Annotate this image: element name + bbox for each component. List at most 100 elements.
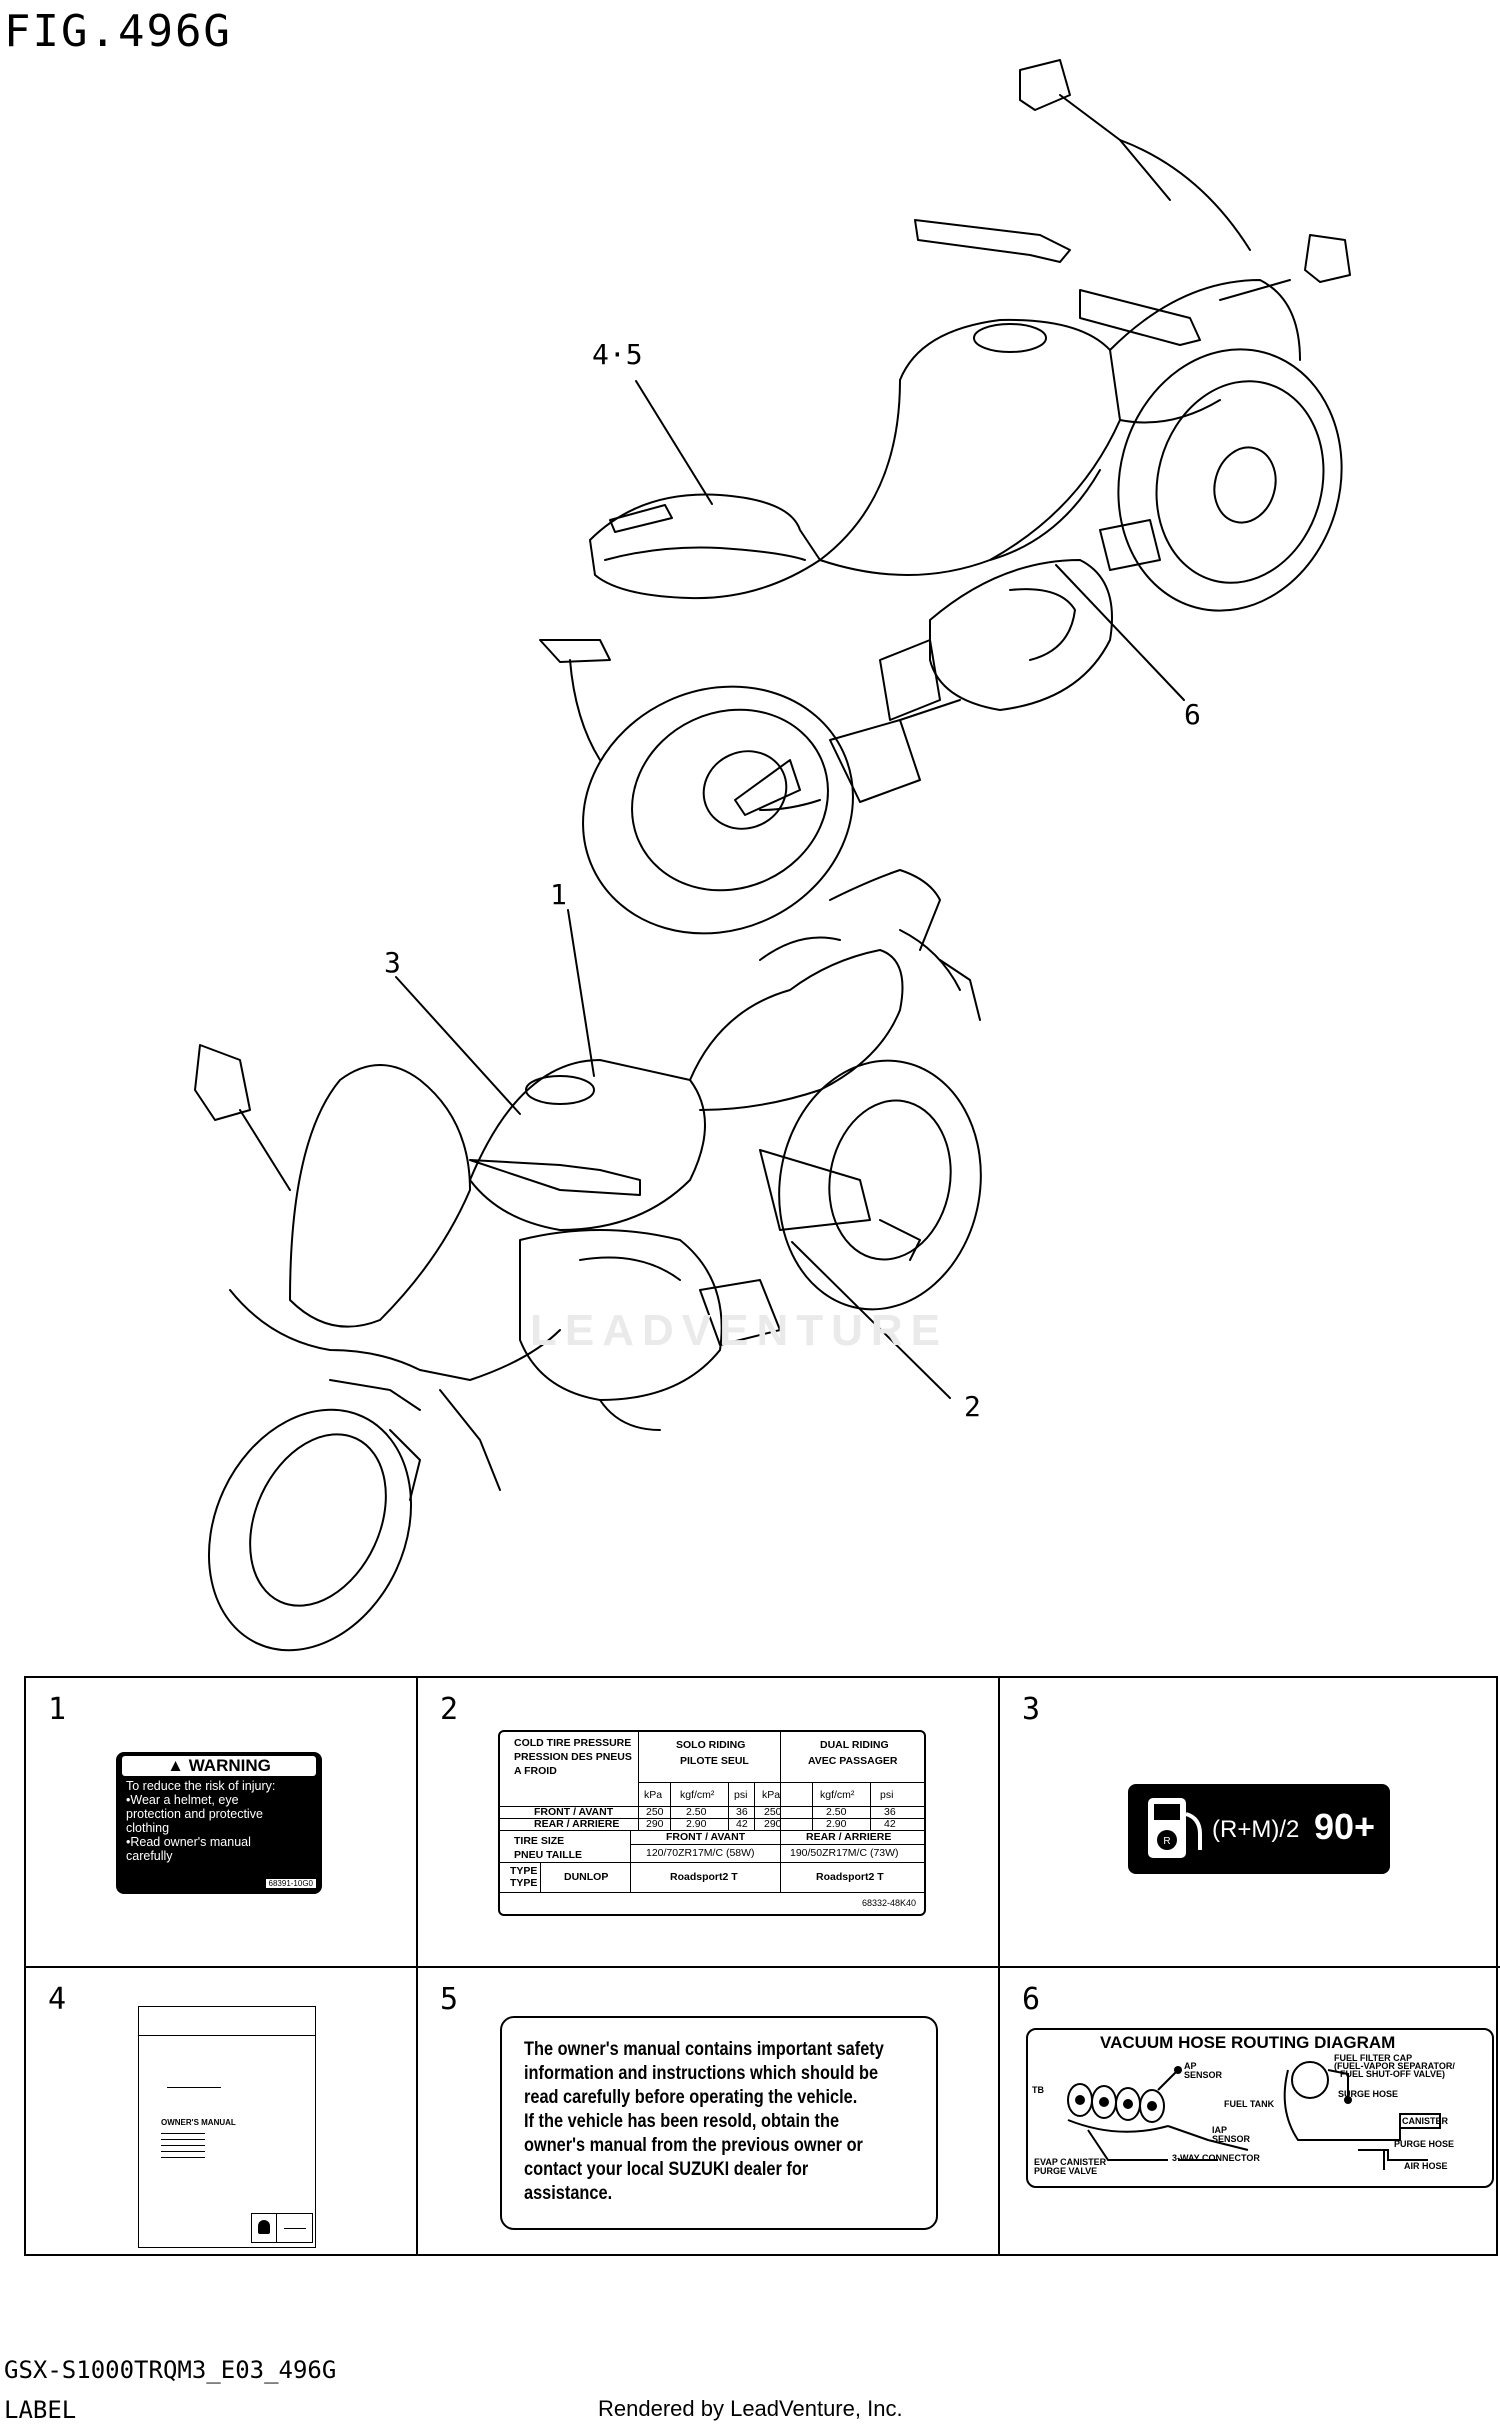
tb-label: TB (1032, 2085, 1044, 2095)
vacuum-hose-diagram[interactable]: VACUUM HOSE ROUTING DIAGRAM (1026, 2028, 1494, 2188)
solo-riding: SOLO RIDING (676, 1739, 746, 1751)
rear-size: 190/50ZR17M/C (73W) (790, 1847, 899, 1859)
manual-title: OWNER'S MANUAL (161, 2118, 236, 2127)
unit: psi (880, 1789, 894, 1801)
warning-line: •Wear a helmet, eye (126, 1793, 239, 1807)
iap-sensor-label: SENSOR (1212, 2134, 1251, 2144)
evap-canister-label: EVAP CANISTER (1034, 2157, 1107, 2167)
unit: psi (734, 1789, 748, 1801)
rear-type: Roadsport2 T (816, 1871, 884, 1883)
front-value: 250 (764, 1806, 782, 1818)
notice-line: The owner's manual contains important sa… (524, 2039, 884, 2060)
owners-manual[interactable]: OWNER'S MANUAL (138, 2006, 316, 2248)
canister-label: CANISTER (1402, 2116, 1449, 2126)
svg-text:R: R (1163, 1836, 1170, 1847)
fuel-tank-label: FUEL TANK (1224, 2099, 1275, 2109)
callout-4-5: 4·5 (592, 338, 643, 371)
surge-hose-label: SURGE HOSE (1338, 2089, 1399, 2099)
warning-line: To reduce the risk of injury: (126, 1779, 276, 1793)
cell-tire-label: 2 COLD TIRE PRESSURE PRESSION DES PNEUS (418, 1678, 1000, 1968)
rear-value: 42 (884, 1818, 896, 1830)
rear-value: 42 (736, 1818, 748, 1830)
rear-value: 2.90 (826, 1818, 847, 1830)
front-type: Roadsport2 T (670, 1871, 738, 1883)
cell-warning-label: 1 ▲ WARNING To reduce the risk of injury… (26, 1678, 418, 1968)
tire-size-label: TIRE SIZE (514, 1835, 565, 1847)
callout-2: 2 (964, 1390, 981, 1423)
vacuum-hose-schematic (1067, 2061, 1441, 2170)
cell-fuel-label: 3 R (R+M)/2 90+ (1000, 1678, 1500, 1968)
vacuum-title: VACUUM HOSE ROUTING DIAGRAM (1100, 2033, 1396, 2052)
fuel-filter-cap-label: FUEL SHUT-OFF VALVE) (1340, 2069, 1445, 2079)
tire-header: COLD TIRE PRESSURE (514, 1737, 632, 1749)
section-label: LABEL (4, 2396, 77, 2424)
dual-riding: DUAL RIDING (820, 1739, 889, 1751)
front-label: FRONT / AVANT (534, 1806, 614, 1818)
watermark: LEADVENTURE (530, 1306, 949, 1355)
notice-line: information and instructions which shoul… (524, 2063, 879, 2084)
front-value: 36 (884, 1806, 896, 1818)
octane-rating: 90+ (1314, 1806, 1376, 1847)
front-view-motorcycle (194, 869, 982, 1652)
credit-text: Rendered by LeadVenture, Inc. (598, 2396, 903, 2421)
type-label: TYPE (510, 1877, 538, 1889)
warning-code: 68391-10G0 (265, 1879, 316, 1888)
front-size: 120/70ZR17M/C (58W) (646, 1847, 755, 1859)
cell-owners-note: 5 The owner's manual contains important … (418, 1968, 1000, 2256)
warning-heading-text: WARNING (188, 1756, 271, 1775)
rear-label: REAR / ARRIERE (534, 1818, 620, 1830)
notice-line: assistance. (524, 2183, 613, 2204)
ap-sensor-label: AP (1184, 2061, 1197, 2071)
fuel-octane-label[interactable]: R (R+M)/2 90+ (1128, 1784, 1390, 1874)
warning-label[interactable]: ▲ WARNING To reduce the risk of injury: … (116, 1752, 322, 1894)
warning-line: clothing (126, 1821, 170, 1835)
warning-triangle-icon: ▲ (167, 1756, 184, 1775)
manual-badge (251, 2213, 313, 2243)
tire-label-code: 68332-48K40 (861, 1898, 916, 1908)
cell-vacuum-diagram: 6 VACUUM HOSE ROUTING DIAGRAM (1000, 1968, 1500, 2256)
person-icon (258, 2220, 270, 2234)
rear-value: 2.90 (686, 1818, 707, 1830)
model-code: GSX-S1000TRQM3_E03_496G (4, 2356, 337, 2384)
front-size-header: FRONT / AVANT (666, 1831, 746, 1843)
rear-view-motorcycle (539, 59, 1351, 935)
callout-6: 6 (1184, 698, 1201, 731)
tire-pressure-label[interactable]: COLD TIRE PRESSURE PRESSION DES PNEUS A … (498, 1730, 926, 1916)
unit: kPa (762, 1789, 781, 1801)
tire-header: A FROID (514, 1765, 557, 1777)
rear-size-header: REAR / ARRIERE (806, 1831, 892, 1843)
warning-line: •Read owner's manual (126, 1835, 251, 1849)
notice-line: If the vehicle has been resold, obtain t… (524, 2111, 840, 2132)
octane-formula: (R+M)/2 (1212, 1816, 1300, 1843)
notice-line: contact your local SUZUKI dealer for (524, 2159, 809, 2180)
iap-sensor-label: IAP (1212, 2125, 1228, 2135)
ap-sensor-label: SENSOR (1184, 2070, 1223, 2080)
figure-title: FIG.496G (4, 6, 232, 57)
air-hose-label: AIR HOSE (1404, 2161, 1448, 2171)
dual-riding: AVEC PASSAGER (808, 1755, 898, 1767)
owners-manual-notice[interactable]: The owner's manual contains important sa… (500, 2016, 938, 2230)
callout-3: 3 (384, 946, 401, 979)
cell-number: 6 (1022, 1982, 1041, 2017)
cell-number: 5 (440, 1982, 459, 2017)
motorcycle-illustrations (194, 59, 1351, 1652)
fuel-filter-cap-label: (FUEL-VAPOR SEPARATOR/ (1334, 2061, 1455, 2071)
connector-label: 3-WAY CONNECTOR (1172, 2153, 1260, 2163)
fuel-filter-cap-label: FUEL FILTER CAP (1334, 2053, 1413, 2063)
purge-valve-label: PURGE VALVE (1034, 2166, 1098, 2176)
warning-line: protection and protective (126, 1807, 263, 1821)
purge-hose-label: PURGE HOSE (1394, 2139, 1455, 2149)
unit: kgf/cm² (680, 1789, 715, 1801)
warning-line: carefully (126, 1849, 173, 1863)
notice-line: owner's manual from the previous owner o… (524, 2135, 863, 2156)
rear-value: 290 (646, 1818, 664, 1830)
cell-manual: 4 OWNER'S MANUAL (26, 1968, 418, 2256)
front-value: 2.50 (826, 1806, 847, 1818)
front-value: 2.50 (686, 1806, 707, 1818)
notice-line: read carefully before operating the vehi… (524, 2087, 858, 2108)
front-value: 36 (736, 1806, 748, 1818)
tire-size-label: PNEU TAILLE (514, 1849, 583, 1861)
warning-heading: ▲ WARNING (122, 1756, 316, 1776)
unit: kgf/cm² (820, 1789, 855, 1801)
cell-number: 2 (440, 1692, 459, 1727)
